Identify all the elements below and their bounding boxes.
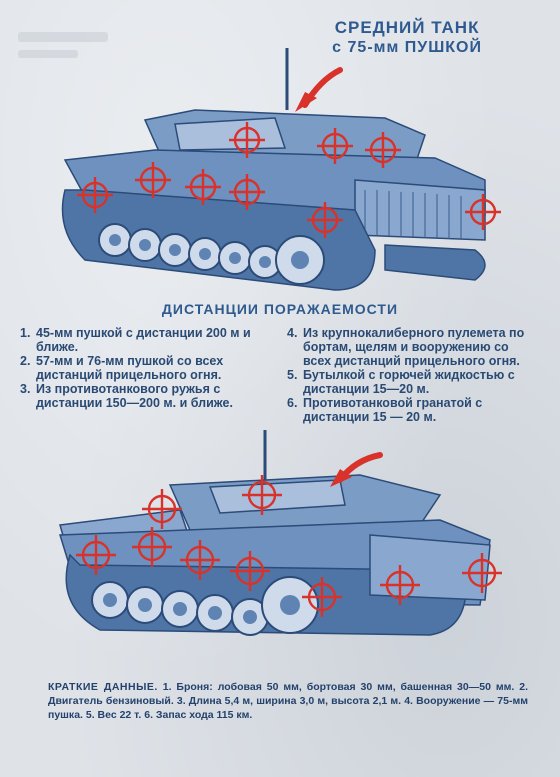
section-title: ДИСТАНЦИИ ПОРАЖАЕМОСТИ [161, 301, 399, 317]
list-item: 1. 45-мм пушкой с дистанции 200 м и ближ… [20, 326, 270, 354]
item-number: 6. [287, 396, 298, 410]
list-item: 4. Из крупнокалиберного пулемета по борт… [287, 326, 535, 368]
brief-data: КРАТКИЕ ДАННЫЕ. 1. Броня: лобовая 50 мм,… [48, 680, 528, 722]
brief-label: КРАТКИЕ ДАННЫЕ. [48, 681, 158, 693]
item-number: 1. [20, 326, 31, 340]
item-text: Противотанковой гранатой с дистанции 15 … [303, 396, 483, 424]
list-item: 2. 57-мм и 76-мм пушкой со всех дистанци… [20, 354, 270, 382]
item-text: Из крупнокалиберного пулемета по бортам,… [303, 326, 525, 368]
distances-list-right: 4. Из крупнокалиберного пулемета по борт… [287, 326, 535, 424]
list-item: 5. Бутылкой с горючей жидкостью с дистан… [287, 368, 535, 396]
distances-list-left: 1. 45-мм пушкой с дистанции 200 м и ближ… [20, 326, 270, 410]
title-line-2: с 75-мм ПУШКОЙ [332, 39, 482, 56]
tank-illustration-bottom [58, 430, 502, 636]
list-item: 3. Из противотанкового ружья с дистанции… [20, 382, 270, 410]
item-number: 2. [20, 354, 31, 368]
bleed-through-mark [18, 32, 108, 42]
item-text: 57-мм и 76-мм пушкой со всех дистанций п… [36, 354, 224, 382]
tank-illustration-top [61, 48, 501, 291]
item-text: Из противотанкового ружья с дистанции 15… [36, 382, 233, 410]
item-text: Бутылкой с горючей жидкостью с дистанции… [303, 368, 515, 396]
item-number: 5. [287, 368, 298, 382]
list-item: 6. Противотанковой гранатой с дистанции … [287, 396, 535, 424]
brief-text: 1. Броня: лобовая 50 мм, бортовая 30 мм,… [48, 681, 528, 721]
bleed-through-mark [18, 50, 78, 58]
title-line-1: СРЕДНИЙ ТАНК [334, 18, 480, 37]
item-number: 3. [20, 382, 31, 396]
poster-title: СРЕДНИЙ ТАНК с 75-мм ПУШКОЙ [332, 18, 482, 57]
item-text: 45-мм пушкой с дистанции 200 м и ближе. [36, 326, 251, 354]
item-number: 4. [287, 326, 298, 340]
